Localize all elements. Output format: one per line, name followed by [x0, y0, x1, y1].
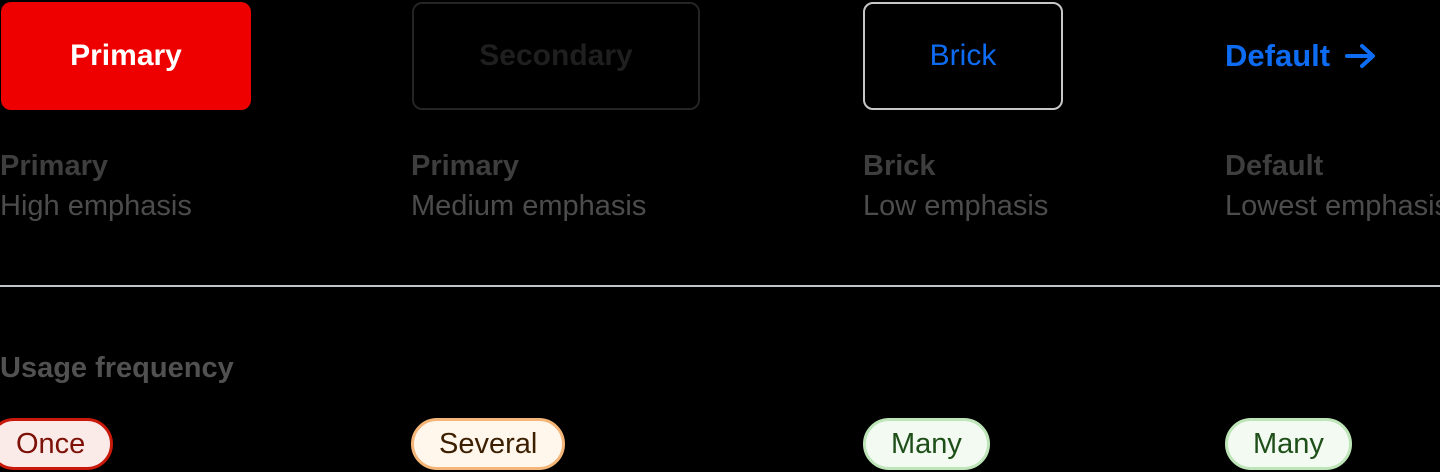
frequency-badge-once: Once	[0, 418, 114, 470]
usage-frequency-heading: Usage frequency	[0, 352, 234, 384]
column-primary: Primary Primary High emphasis	[0, 2, 411, 226]
frequency-badge-many: Many	[863, 418, 990, 470]
caption-title: Brick	[863, 150, 936, 182]
caption-description: High emphasis	[0, 190, 192, 222]
frequency-badge-many: Many	[1225, 418, 1352, 470]
column-default: Default Default Lowest emphasis	[1225, 2, 1440, 226]
caption-description: Medium emphasis	[411, 190, 647, 222]
caption-title: Primary	[0, 150, 109, 182]
section-divider	[0, 285, 1440, 287]
caption-description: Low emphasis	[863, 190, 1049, 222]
frequency-badge-several: Several	[411, 418, 566, 470]
default-link-label: Default	[1225, 38, 1331, 73]
usage-frequency-row: Once Several Many Many	[0, 418, 1440, 470]
caption-title: Primary	[411, 150, 520, 182]
column-brick: Brick Brick Low emphasis	[863, 2, 1225, 226]
caption-description: Lowest emphasis	[1225, 190, 1440, 222]
button-variants-row: Primary Primary High emphasis Secondary …	[0, 0, 1440, 226]
secondary-button[interactable]: Secondary	[412, 2, 700, 110]
caption-brick: Brick Low emphasis	[863, 146, 1225, 226]
caption-primary: Primary High emphasis	[0, 146, 411, 226]
brick-button[interactable]: Brick	[863, 2, 1063, 110]
primary-button[interactable]: Primary	[1, 2, 251, 110]
arrow-right-icon	[1345, 43, 1376, 69]
default-link-button[interactable]: Default	[1225, 2, 1376, 110]
caption-default: Default Lowest emphasis	[1225, 146, 1440, 226]
caption-title: Default	[1225, 150, 1324, 182]
column-secondary: Secondary Primary Medium emphasis	[411, 2, 863, 226]
caption-secondary: Primary Medium emphasis	[411, 146, 863, 226]
